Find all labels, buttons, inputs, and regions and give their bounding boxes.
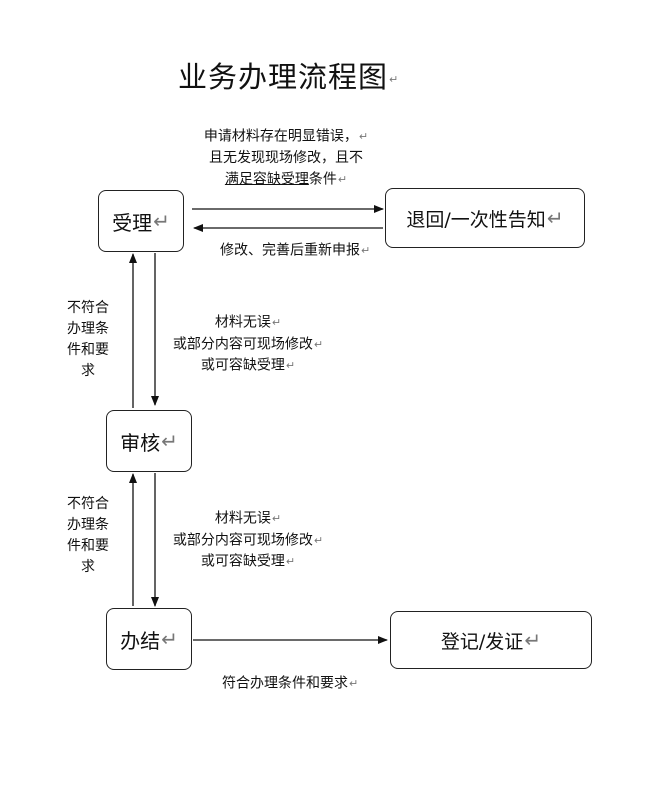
- label-text: 不符合: [67, 300, 109, 316]
- para-mark-icon: ↵: [389, 72, 400, 86]
- label-resubmit: 修改、完善后重新申报↵: [220, 240, 370, 262]
- label-text: 或部分内容可现场修改: [172, 532, 313, 548]
- node-return-notice: 退回/一次性告知↵: [385, 188, 585, 248]
- label-fail-complete-review: 不符合 办理条 件和要 求: [58, 494, 118, 578]
- label-fail-review-accept: 不符合 办理条 件和要 求: [58, 298, 118, 382]
- diagram-title: 业务办理流程图↵: [178, 54, 399, 96]
- para-mark-icon: ↵: [313, 533, 324, 547]
- para-mark-icon: ↵: [358, 130, 369, 143]
- label-text: 件和要: [67, 538, 109, 554]
- label-text: 修改、完善后重新申报: [220, 242, 360, 259]
- para-mark-icon: ↵: [161, 429, 178, 453]
- label-text: 材料无误: [214, 314, 271, 331]
- label-text: 条件: [308, 171, 337, 187]
- para-mark-icon: ↵: [337, 172, 348, 186]
- para-mark-icon: ↵: [153, 209, 170, 233]
- node-complete-label: 办结: [120, 628, 161, 653]
- label-text: 或部分内容可现场修改: [172, 336, 313, 352]
- para-mark-icon: ↵: [285, 555, 296, 568]
- para-mark-icon: ↵: [313, 337, 324, 351]
- node-review: 审核↵: [106, 410, 192, 472]
- para-mark-icon: ↵: [161, 627, 178, 651]
- label-text: 办理条: [67, 517, 109, 533]
- node-review-label: 审核: [120, 430, 161, 455]
- label-ok-review-complete: 材料无误↵ 或部分内容可现场修改↵ 或可容缺受理↵: [168, 508, 328, 573]
- label-text: 符合办理条件和要求: [222, 675, 348, 692]
- para-mark-icon: ↵: [271, 316, 282, 329]
- para-mark-icon: ↵: [271, 512, 282, 525]
- node-register-label: 登记/发证: [440, 630, 524, 653]
- label-error-condition: 申请材料存在明显错误，↵ 且无发现现场修改，且不 满足容缺受理条件↵: [196, 126, 376, 190]
- label-text: 办理条: [67, 321, 109, 337]
- label-text: 不符合: [67, 496, 109, 512]
- node-accept: 受理↵: [98, 190, 184, 252]
- para-mark-icon: ↵: [349, 677, 359, 690]
- node-register: 登记/发证↵: [390, 611, 592, 669]
- node-accept-label: 受理: [112, 210, 153, 235]
- label-ok-accept-review: 材料无误↵ 或部分内容可现场修改↵ 或可容缺受理↵: [168, 312, 328, 377]
- label-text: 求: [81, 559, 95, 575]
- label-text: 件和要: [67, 342, 109, 358]
- para-mark-icon: ↵: [285, 359, 296, 372]
- label-text: 求: [81, 363, 95, 379]
- label-text: 或可容缺受理: [200, 553, 285, 570]
- para-mark-icon: ↵: [361, 244, 371, 257]
- label-text: 或可容缺受理: [200, 357, 285, 374]
- para-mark-icon: ↵: [524, 628, 542, 652]
- label-text: 且无发现现场修改，且不: [209, 149, 363, 166]
- node-return-notice-label: 退回/一次性告知: [406, 208, 546, 231]
- node-complete: 办结↵: [106, 608, 192, 670]
- label-text: 申请材料存在明显错误，: [203, 128, 358, 145]
- label-meets-conditions: 符合办理条件和要求↵: [222, 673, 358, 695]
- label-text: 材料无误: [214, 510, 271, 527]
- label-text-underlined: 满足容缺受理: [224, 171, 309, 187]
- para-mark-icon: ↵: [546, 206, 564, 230]
- title-text: 业务办理流程图: [178, 60, 389, 94]
